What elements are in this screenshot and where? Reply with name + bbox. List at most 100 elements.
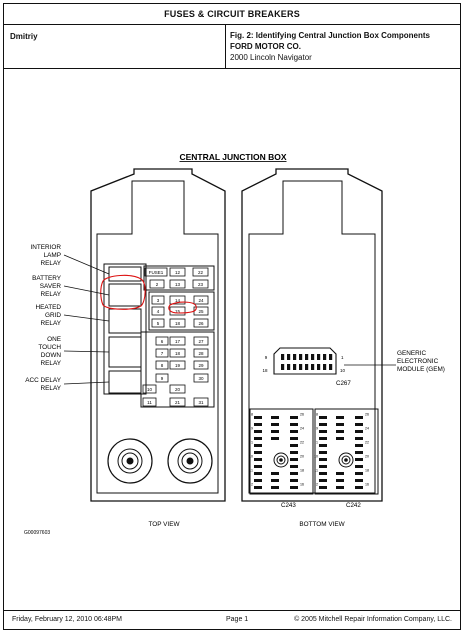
bottom-view-outline bbox=[241, 168, 383, 502]
gem-pin-10: 10 bbox=[340, 368, 346, 373]
red-annotation-circle-relay bbox=[100, 274, 146, 310]
connector-pin bbox=[355, 437, 363, 440]
fuse-label: 20 bbox=[175, 387, 181, 392]
fuse-cell bbox=[169, 348, 186, 358]
top-view-inner-outline bbox=[96, 180, 219, 494]
relay-label-line: RELAY bbox=[41, 320, 62, 327]
connector-pin bbox=[254, 437, 262, 440]
fuse-grid-bottom bbox=[140, 331, 215, 408]
connector-pin bbox=[319, 451, 327, 454]
fuse-label: 21 bbox=[175, 400, 181, 405]
connector-pin bbox=[319, 479, 327, 482]
fuse-label: 30 bbox=[198, 376, 204, 381]
connector-pin-label: 16 bbox=[300, 482, 304, 486]
top-view-outline bbox=[90, 168, 226, 502]
connector-pin bbox=[355, 430, 363, 433]
gem-pin bbox=[287, 364, 291, 370]
gem-pin bbox=[281, 354, 285, 360]
connector-pin-label: 22 bbox=[365, 440, 369, 444]
relay-label-line: RELAY bbox=[41, 360, 62, 367]
connector-pin bbox=[290, 451, 298, 454]
fuse-cell bbox=[169, 384, 186, 394]
gem-label-line2: ELECTRONIC bbox=[397, 358, 439, 365]
connector-pin bbox=[290, 430, 298, 433]
figure-title-block: Fig. 2: Identifying Central Junction Box… bbox=[230, 30, 430, 63]
fuse-cell bbox=[169, 318, 186, 328]
connector-pin bbox=[290, 458, 298, 461]
gem-pin bbox=[305, 364, 309, 370]
bottom-view-caption: BOTTOM VIEW bbox=[299, 521, 345, 528]
connector-c243 bbox=[249, 408, 314, 495]
fuse-cell bbox=[192, 279, 209, 289]
fuse-label: 3 bbox=[157, 298, 160, 303]
gem-pin bbox=[293, 364, 297, 370]
relay-label-line: INTERIOR bbox=[30, 244, 61, 251]
connector-pin bbox=[254, 486, 262, 489]
relay-label-line: RELAY bbox=[41, 291, 62, 298]
leader-line bbox=[63, 381, 110, 385]
relay-label-line: BATTERY bbox=[32, 275, 62, 282]
fuse-cell bbox=[151, 318, 165, 328]
fuse-cell bbox=[169, 267, 186, 277]
fuse-label: 7 bbox=[161, 351, 164, 356]
gem-pin bbox=[293, 354, 297, 360]
company-name: FORD MOTOR CO. bbox=[230, 42, 301, 51]
fuse-label: 23 bbox=[198, 282, 204, 287]
c242-center-knob bbox=[338, 452, 354, 468]
connector-pin bbox=[355, 479, 363, 482]
fuse-cell bbox=[169, 295, 186, 305]
connector-pin bbox=[254, 458, 262, 461]
fuse-cell bbox=[193, 336, 209, 346]
connector-pin bbox=[254, 465, 262, 468]
leader-line bbox=[63, 350, 110, 353]
connector-pin-label: 11 bbox=[249, 468, 253, 472]
connector-pin-label: 10 bbox=[314, 454, 318, 458]
fuse-label: 27 bbox=[198, 339, 204, 344]
connector-pin bbox=[254, 416, 262, 419]
connector-pin bbox=[254, 451, 262, 454]
fuse-label: 17 bbox=[175, 339, 181, 344]
gem-connector-pins bbox=[281, 354, 333, 370]
author-name: Dmitriy bbox=[4, 24, 226, 68]
connector-pin bbox=[271, 437, 279, 440]
connector-pin-label: 8 bbox=[316, 412, 318, 416]
connector-pin-label: 26 bbox=[300, 412, 304, 416]
connector-pin-label: 9 bbox=[251, 426, 253, 430]
fuse-label: 8 bbox=[161, 363, 164, 368]
connector-pin-label: 20 bbox=[300, 454, 304, 458]
relay-panel bbox=[103, 263, 147, 395]
fuse-cell bbox=[155, 336, 169, 346]
gem-pin bbox=[329, 364, 333, 370]
fuse-label: 29 bbox=[198, 363, 204, 368]
fuse-label: 26 bbox=[198, 321, 204, 326]
relay-label-line: HEATED bbox=[36, 304, 62, 311]
leader-line bbox=[63, 254, 110, 275]
connector-c267-label: C267 bbox=[336, 380, 351, 387]
connector-pin-label: 16 bbox=[365, 482, 369, 486]
gem-pin-18: 18 bbox=[262, 368, 268, 373]
connector-pin bbox=[319, 458, 327, 461]
connector-pin bbox=[336, 472, 344, 475]
vehicle-name: 2000 Lincoln Navigator bbox=[230, 53, 312, 62]
fuse-label: 4 bbox=[157, 309, 160, 314]
connector-pin bbox=[355, 451, 363, 454]
leader-line bbox=[63, 314, 110, 322]
fuse-label: 6 bbox=[161, 339, 164, 344]
connector-pin-label: 8 bbox=[251, 412, 253, 416]
gem-pin bbox=[299, 364, 303, 370]
gem-pin bbox=[329, 354, 333, 360]
fuse-cell bbox=[155, 360, 169, 370]
page-footer: Friday, February 12, 2010 06:48PM Page 1… bbox=[4, 610, 460, 629]
fuse-cell bbox=[142, 397, 157, 407]
diagram-title: CENTRAL JUNCTION BOX bbox=[179, 152, 286, 162]
connector-pin bbox=[336, 437, 344, 440]
fuse-label: 11 bbox=[147, 400, 152, 405]
leader-line bbox=[63, 285, 110, 296]
connector-pin bbox=[355, 486, 363, 489]
connector-pin bbox=[271, 486, 279, 489]
gem-pin bbox=[323, 364, 327, 370]
